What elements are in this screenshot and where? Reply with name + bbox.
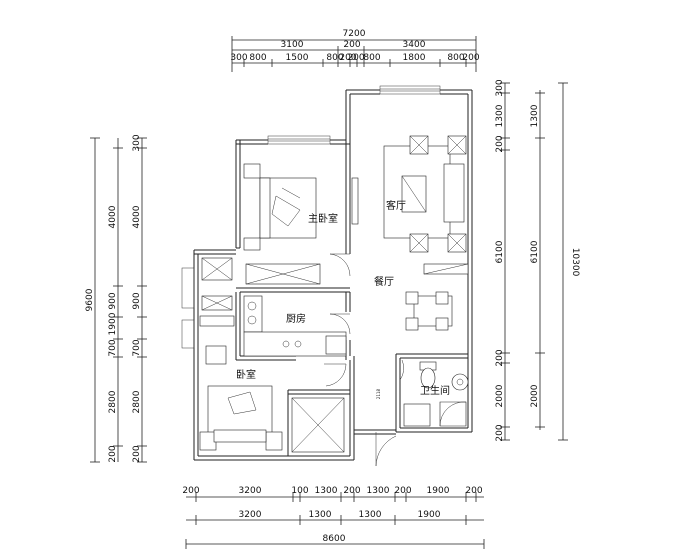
dim-left-mid-5: 200 [108,445,118,462]
dim-bottom-1-1: 3200 [239,486,262,496]
laundry-column [199,257,235,365]
dim-bottom-1-7: 1900 [427,486,450,496]
dim-bottom-2-3: 1900 [418,510,441,520]
dim-bottom-1-4: 200 [343,486,360,496]
dim-bottom-total: 8600 [323,534,346,544]
dim-top-3-6: 800 [363,53,380,63]
wardrobe-second [291,397,345,453]
dim-right-inner-6: 200 [495,424,505,441]
wardrobe-master [245,263,321,285]
sideboard [423,263,469,275]
room-kitchen: 厨房 [286,312,306,325]
dim-top-2-2: 3400 [403,40,426,50]
room-master-bedroom: 主卧室 [308,212,338,225]
dim-bottom-1-0: 200 [182,486,199,496]
dim-bottom-2-1: 1300 [309,510,332,520]
dim-right-inner-0: 300 [495,79,505,96]
dim-left-mid-1: 900 [108,292,118,309]
dim-left-inner-4: 2800 [132,390,142,413]
dimension-left: 9600 4000 900 1900 700 2800 200 300 4000… [85,134,147,463]
dim-left-inner-5: 200 [132,445,142,462]
dim-bottom-2-0: 3200 [239,510,262,520]
dim-bottom-2-2: 1300 [359,510,382,520]
dim-bottom-1-3: 1300 [315,486,338,496]
dim-left-mid-0: 4000 [108,205,118,228]
dim-top-3-2: 1500 [286,53,309,63]
dim-left-inner-1: 4000 [132,205,142,228]
dimension-right: 300 1300 200 6100 200 2000 200 1300 6100… [495,79,580,441]
walls [193,89,473,461]
windows [181,85,441,349]
dim-right-inner-2: 200 [495,135,505,152]
dim-right-inner-3: 6100 [495,240,505,263]
stair-note: 2118 [376,388,381,399]
dim-top-3-7: 1800 [403,53,426,63]
dim-left-mid-2: 1900 [108,312,118,335]
bathroom-fixtures [403,361,469,427]
dim-top-3-4: 200 [339,53,356,63]
dim-bottom-1-6: 200 [394,486,411,496]
dim-left-inner-0: 300 [132,134,142,151]
kitchen-counter [243,295,347,357]
dim-bottom-1-8: 200 [465,486,482,496]
tv-cabinet-master [351,177,359,225]
dim-left-inner-2: 900 [132,292,142,309]
dim-top-total: 7200 [343,29,366,39]
dim-left-mid-3: 700 [108,339,118,356]
dim-right-inner-5: 2000 [495,384,505,407]
dining-table [405,291,453,331]
dimension-bottom: 200 3200 100 1300 200 1300 200 1900 200 … [182,486,485,549]
dim-top-3-3: 800 [326,53,343,63]
master-bed [243,163,317,251]
dim-top-3-1: 800 [249,53,266,63]
dim-right-mid-1: 6100 [530,240,540,263]
room-bathroom: 卫生间 [420,384,450,397]
dim-top-2-1: 200 [343,40,360,50]
dim-right-inner-4: 200 [495,349,505,366]
dim-right-total: 10300 [570,248,580,277]
dim-right-inner-1: 1300 [495,104,505,127]
dim-right-mid-0: 1300 [530,104,540,127]
room-living-room: 客厅 [386,199,406,212]
dim-top-3-9: 200 [462,53,479,63]
dim-left-inner-3: 700 [132,339,142,356]
dim-top-2-0: 3100 [281,40,304,50]
second-bed [199,385,283,451]
dim-bottom-1-5: 1300 [367,486,390,496]
room-dining-room: 餐厅 [374,275,394,288]
dim-top-3-0: 300 [230,53,247,63]
dim-top-3-8: 800 [447,53,464,63]
dim-top-3-5: 200 [347,53,364,63]
dimension-top: 7200 3100 200 3400 300 800 1500 800 200 … [230,29,480,72]
room-bedroom: 卧室 [236,368,256,381]
sofa-set [383,135,467,253]
doors [324,253,404,467]
dim-left-mid-4: 2800 [108,390,118,413]
dim-left-total: 9600 [85,288,95,311]
dim-right-mid-2: 2000 [530,384,540,407]
dim-bottom-1-2: 100 [291,486,308,496]
